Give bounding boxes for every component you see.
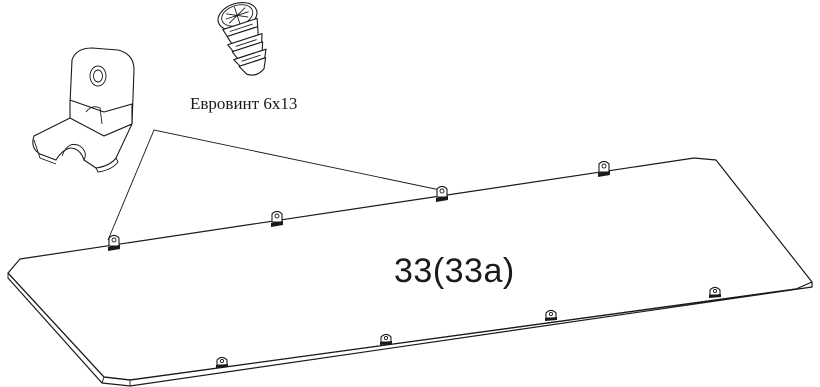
leader-lines (107, 129, 441, 241)
bracket-fitting (598, 160, 610, 177)
front-fitting (709, 286, 721, 298)
front-edge-fittings (216, 286, 721, 368)
bracket-fitting (436, 185, 448, 202)
part-number-label: 33(33а) (394, 252, 515, 290)
front-fitting (380, 333, 392, 345)
corner-bracket-icon (32, 47, 135, 173)
screw-label: Евровинт 6х13 (190, 94, 298, 113)
bracket-fitting (271, 210, 283, 227)
front-fitting (216, 356, 228, 368)
panel-outline (7, 157, 813, 387)
back-edge-brackets (108, 160, 610, 251)
bracket-fitting (108, 234, 120, 251)
front-fitting (545, 309, 557, 321)
euro-screw-icon (217, 2, 267, 76)
